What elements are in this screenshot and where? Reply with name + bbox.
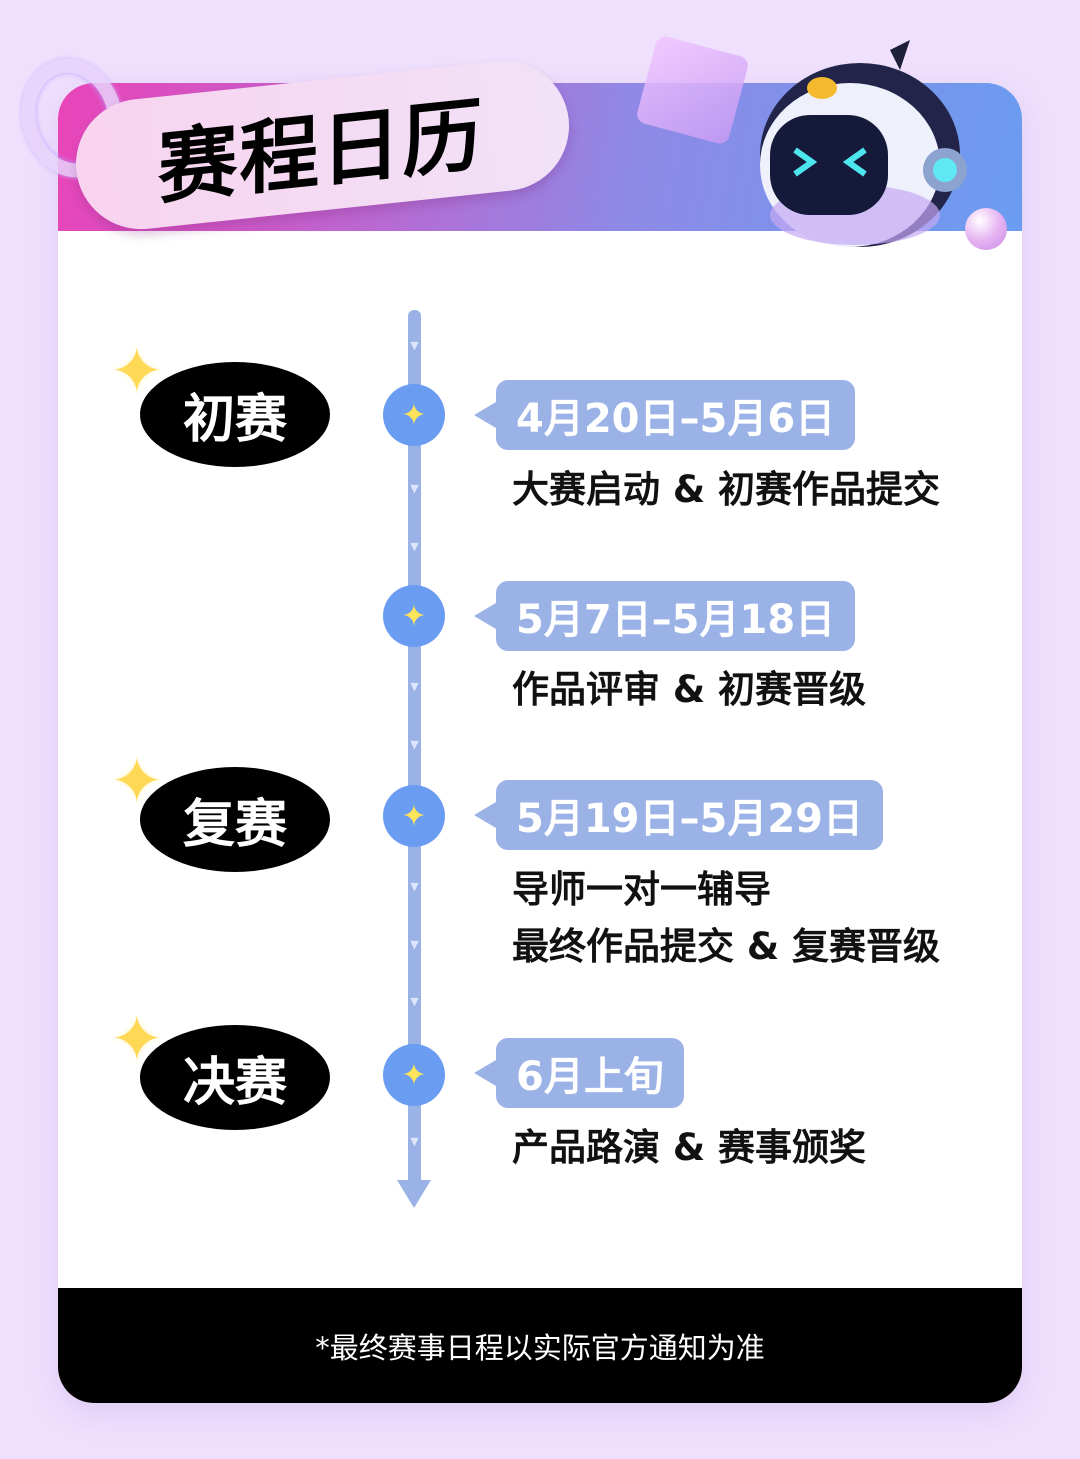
bubble-decoration-icon [965,208,1007,250]
event-description: 作品评审 & 初赛晋级 [512,668,867,711]
event-description: 导师一对一辅导 [512,868,771,911]
event-description: 大赛启动 & 初赛作品提交 [512,468,941,511]
chevron-down-icon: ▼ [410,938,419,951]
chevron-down-icon: ▼ [410,880,419,893]
timeline-arrow-icon [397,1180,431,1208]
chevron-down-icon: ▼ [410,339,419,352]
sparkle-icon: ✦ [110,335,164,409]
sparkle-icon: ✦ [110,745,164,819]
chevron-down-icon: ▼ [410,995,419,1008]
page-title: 赛程日历 [157,87,485,216]
date-badge: 6月上旬 [474,1038,684,1108]
chevron-down-icon: ▼ [410,540,419,553]
event-description: 最终作品提交 & 复赛晋级 [512,925,941,968]
sparkle-icon: ✦ [110,1003,164,1077]
event-description: 产品路演 & 赛事颁奖 [512,1126,867,1169]
schedule-card: *最终赛事日程以实际官方通知为准 [58,83,1022,1403]
chevron-down-icon: ▼ [410,482,419,495]
timeline-node-star-icon: ✦ [383,585,445,647]
chevron-down-icon: ▼ [410,738,419,751]
timeline-node-star-icon: ✦ [383,1044,445,1106]
date-badge: 5月19日–5月29日 [474,780,883,850]
date-badge: 5月7日–5月18日 [473,581,856,651]
timeline-node-star-icon: ✦ [383,785,445,847]
stage-label-preliminary: 初赛 [140,362,330,467]
timeline-node-star-icon: ✦ [383,384,445,446]
stage-label-semifinal: 复赛 [140,767,330,872]
date-badge: 4月20日–5月6日 [473,380,856,450]
penguin-mascot-icon [760,40,967,247]
stage-label-final: 决赛 [140,1025,330,1130]
chevron-down-icon: ▼ [410,1135,419,1148]
footer-note: *最终赛事日程以实际官方通知为准 [58,1288,1022,1403]
chevron-down-icon: ▼ [410,680,419,693]
timeline-line [408,310,421,1190]
